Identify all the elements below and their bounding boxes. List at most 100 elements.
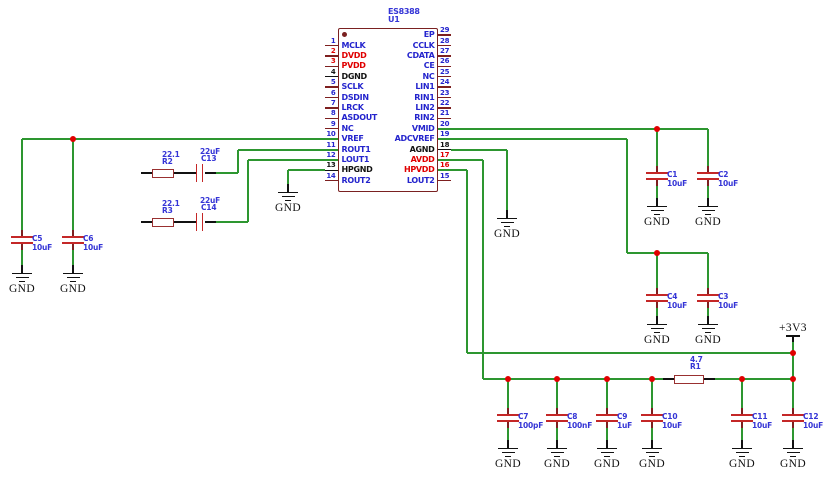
- wire[interactable]: [467, 352, 793, 354]
- wire[interactable]: [626, 139, 628, 253]
- wire[interactable]: [627, 252, 708, 254]
- capacitor-plate[interactable]: [782, 419, 804, 422]
- ground-bar[interactable]: [647, 324, 667, 326]
- capacitor-plate[interactable]: [731, 419, 753, 422]
- capacitor-ref: C13: [201, 154, 217, 163]
- capacitor-plate[interactable]: [11, 241, 33, 244]
- wire[interactable]: [438, 159, 483, 161]
- capacitor-plate[interactable]: [62, 236, 84, 239]
- ground-label: GND: [643, 333, 671, 346]
- capacitor-plate[interactable]: [195, 164, 198, 182]
- wire[interactable]: [651, 379, 653, 408]
- wire[interactable]: [438, 169, 467, 171]
- wire[interactable]: [606, 428, 608, 440]
- wire[interactable]: [656, 186, 658, 198]
- capacitor-plate[interactable]: [596, 419, 618, 422]
- wire[interactable]: [466, 170, 468, 353]
- ground-bar[interactable]: [698, 324, 718, 326]
- capacitor-plate[interactable]: [11, 236, 33, 239]
- capacitor-plate[interactable]: [646, 299, 668, 302]
- resistor-body[interactable]: [674, 374, 704, 384]
- wire[interactable]: [72, 250, 74, 265]
- resistor-body[interactable]: [152, 217, 174, 227]
- wire[interactable]: [483, 378, 667, 380]
- wire[interactable]: [507, 379, 509, 408]
- wire[interactable]: [238, 149, 338, 151]
- wire[interactable]: [21, 250, 23, 265]
- capacitor-plate[interactable]: [641, 414, 663, 417]
- wire[interactable]: [288, 169, 325, 171]
- junction-dot: [790, 376, 796, 382]
- capacitor-plate[interactable]: [646, 172, 668, 175]
- power-flag-stem: [792, 335, 794, 342]
- capacitor-plate[interactable]: [697, 294, 719, 297]
- wire[interactable]: [656, 308, 658, 316]
- capacitor-plate[interactable]: [201, 213, 204, 231]
- wire[interactable]: [216, 172, 238, 174]
- ic-pin-number: 1: [330, 36, 336, 45]
- ground-bar[interactable]: [732, 448, 752, 450]
- wire[interactable]: [707, 186, 709, 198]
- capacitor-plate[interactable]: [62, 241, 84, 244]
- ground-bar[interactable]: [597, 448, 617, 450]
- wire[interactable]: [651, 428, 653, 440]
- wire[interactable]: [556, 379, 558, 408]
- capacitor-plate[interactable]: [546, 414, 568, 417]
- wire[interactable]: [792, 428, 794, 440]
- ground-bar[interactable]: [547, 448, 567, 450]
- wire[interactable]: [438, 138, 627, 140]
- wire[interactable]: [707, 253, 709, 288]
- resistor-body[interactable]: [152, 168, 174, 178]
- ground-bar[interactable]: [642, 448, 662, 450]
- capacitor-plate[interactable]: [697, 177, 719, 180]
- wire[interactable]: [438, 128, 657, 130]
- capacitor-plate[interactable]: [782, 414, 804, 417]
- ground-bar[interactable]: [12, 273, 32, 275]
- capacitor-plate[interactable]: [646, 294, 668, 297]
- wire[interactable]: [707, 308, 709, 316]
- ground-bar[interactable]: [63, 273, 83, 275]
- wire[interactable]: [247, 160, 249, 222]
- capacitor-value: 100nF: [567, 421, 593, 430]
- wire[interactable]: [22, 138, 338, 140]
- wire[interactable]: [556, 428, 558, 440]
- capacitor-plate[interactable]: [195, 213, 198, 231]
- wire[interactable]: [657, 128, 708, 130]
- wire[interactable]: [711, 378, 793, 380]
- wire[interactable]: [792, 341, 794, 408]
- capacitor-plate[interactable]: [497, 419, 519, 422]
- wire[interactable]: [606, 379, 608, 408]
- ic-body[interactable]: [338, 28, 438, 192]
- wire[interactable]: [656, 253, 658, 288]
- ground-bar[interactable]: [278, 192, 298, 194]
- ground-bar[interactable]: [647, 206, 667, 208]
- resistor-lead: [174, 221, 185, 223]
- wire[interactable]: [248, 159, 338, 161]
- ground-bar[interactable]: [497, 218, 517, 220]
- capacitor-plate[interactable]: [697, 172, 719, 175]
- wire[interactable]: [72, 139, 74, 230]
- wire[interactable]: [482, 160, 484, 379]
- wire[interactable]: [707, 129, 709, 166]
- ground-bar[interactable]: [498, 448, 518, 450]
- wire[interactable]: [237, 150, 239, 173]
- capacitor-plate[interactable]: [697, 299, 719, 302]
- capacitor-plate[interactable]: [641, 419, 663, 422]
- wire[interactable]: [21, 139, 23, 230]
- capacitor-plate[interactable]: [596, 414, 618, 417]
- capacitor-plate[interactable]: [497, 414, 519, 417]
- ground-bar[interactable]: [698, 206, 718, 208]
- wire[interactable]: [287, 170, 289, 184]
- wire[interactable]: [741, 379, 743, 408]
- capacitor-plate[interactable]: [731, 414, 753, 417]
- ground-bar[interactable]: [783, 448, 803, 450]
- capacitor-plate[interactable]: [646, 177, 668, 180]
- wire[interactable]: [451, 149, 507, 151]
- wire[interactable]: [506, 150, 508, 210]
- wire[interactable]: [741, 428, 743, 440]
- capacitor-plate[interactable]: [546, 419, 568, 422]
- wire[interactable]: [507, 428, 509, 440]
- wire[interactable]: [216, 221, 248, 223]
- wire[interactable]: [656, 129, 658, 166]
- capacitor-plate[interactable]: [201, 164, 204, 182]
